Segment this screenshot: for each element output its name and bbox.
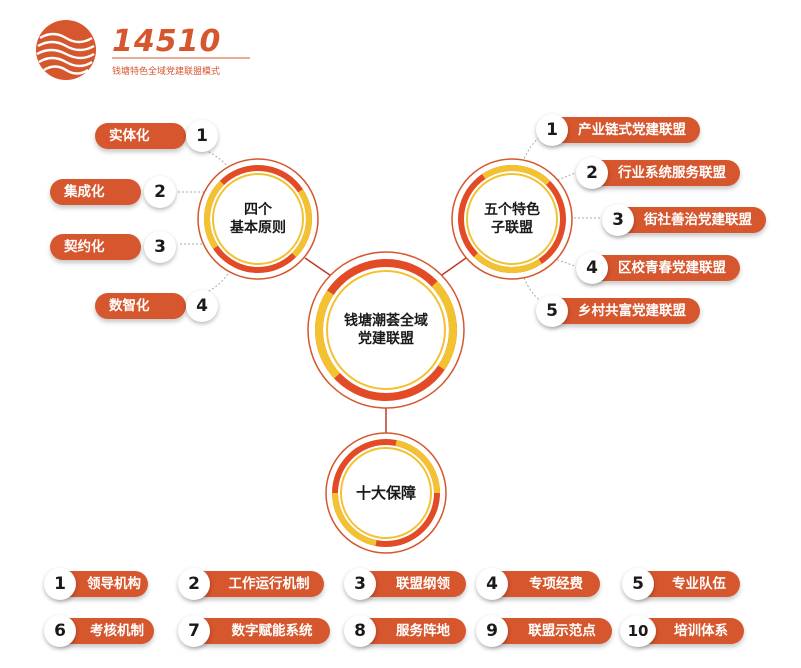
center-circle xyxy=(307,251,465,409)
principle-label: 实体化 xyxy=(109,128,150,144)
guarantee-number: 6 xyxy=(44,615,76,647)
logo-icon xyxy=(36,20,96,80)
alliance-number: 2 xyxy=(576,157,608,189)
alliance-label: 乡村共富党建联盟 xyxy=(578,303,686,319)
guarantee-number: 5 xyxy=(622,568,654,600)
alliance-label: 区校青春党建联盟 xyxy=(618,260,726,276)
guarantees-circle xyxy=(325,432,447,554)
principle-number: 4 xyxy=(186,290,218,322)
alliance-number: 1 xyxy=(536,114,568,146)
guarantee-item: 领导机构 xyxy=(50,571,148,597)
alliance-label: 行业系统服务联盟 xyxy=(618,165,726,181)
guarantee-label: 数字赋能系统 xyxy=(231,623,313,639)
principle-number: 2 xyxy=(144,176,176,208)
alliance-number: 4 xyxy=(576,252,608,284)
alliance-item: 产业链式党建联盟 xyxy=(540,117,700,143)
principle-label: 数智化 xyxy=(109,298,150,314)
guarantee-number: 9 xyxy=(476,615,508,647)
guarantee-label: 联盟示范点 xyxy=(528,623,596,639)
guarantee-number: 2 xyxy=(178,568,210,600)
guarantee-label: 工作运行机制 xyxy=(228,576,310,592)
alliance-item: 乡村共富党建联盟 xyxy=(540,298,700,324)
center-label: 钱塘潮荟全域 党建联盟 xyxy=(344,313,428,347)
guarantee-label: 专业队伍 xyxy=(672,576,726,592)
principles-circle xyxy=(197,158,319,280)
principle-item: 集成化 xyxy=(50,179,141,205)
principle-item: 契约化 xyxy=(50,234,141,260)
principle-label: 契约化 xyxy=(64,239,105,255)
guarantee-number: 4 xyxy=(476,568,508,600)
page-subtitle: 钱塘特色全域党建联盟模式 xyxy=(112,67,221,77)
principle-item: 实体化 xyxy=(95,123,186,149)
alliance-label: 街社善治党建联盟 xyxy=(644,212,752,228)
alliance-number: 3 xyxy=(602,204,634,236)
guarantee-number: 3 xyxy=(344,568,376,600)
principle-label: 集成化 xyxy=(64,184,105,200)
guarantee-number: 7 xyxy=(178,615,210,647)
alliances-label: 五个特色 子联盟 xyxy=(484,202,540,236)
guarantee-label: 服务阵地 xyxy=(396,623,450,639)
alliance-number: 5 xyxy=(536,295,568,327)
guarantee-label: 专项经费 xyxy=(529,576,583,592)
principle-number: 3 xyxy=(144,231,176,263)
guarantee-label: 领导机构 xyxy=(87,576,141,592)
page-title: 14510 xyxy=(112,24,222,59)
guarantee-label: 联盟纲领 xyxy=(396,576,450,592)
alliances-circle xyxy=(451,158,573,280)
guarantee-number: 8 xyxy=(344,615,376,647)
alliance-label: 产业链式党建联盟 xyxy=(578,122,686,138)
guarantees-label: 十大保障 xyxy=(355,484,416,502)
principle-item: 数智化 xyxy=(95,293,186,319)
guarantee-number: 1 xyxy=(44,568,76,600)
guarantee-label: 考核机制 xyxy=(90,623,144,639)
principles-label: 四个 基本原则 xyxy=(230,202,286,236)
guarantee-number: 10 xyxy=(620,615,656,647)
guarantee-label: 培训体系 xyxy=(674,623,728,639)
principle-number: 1 xyxy=(186,120,218,152)
